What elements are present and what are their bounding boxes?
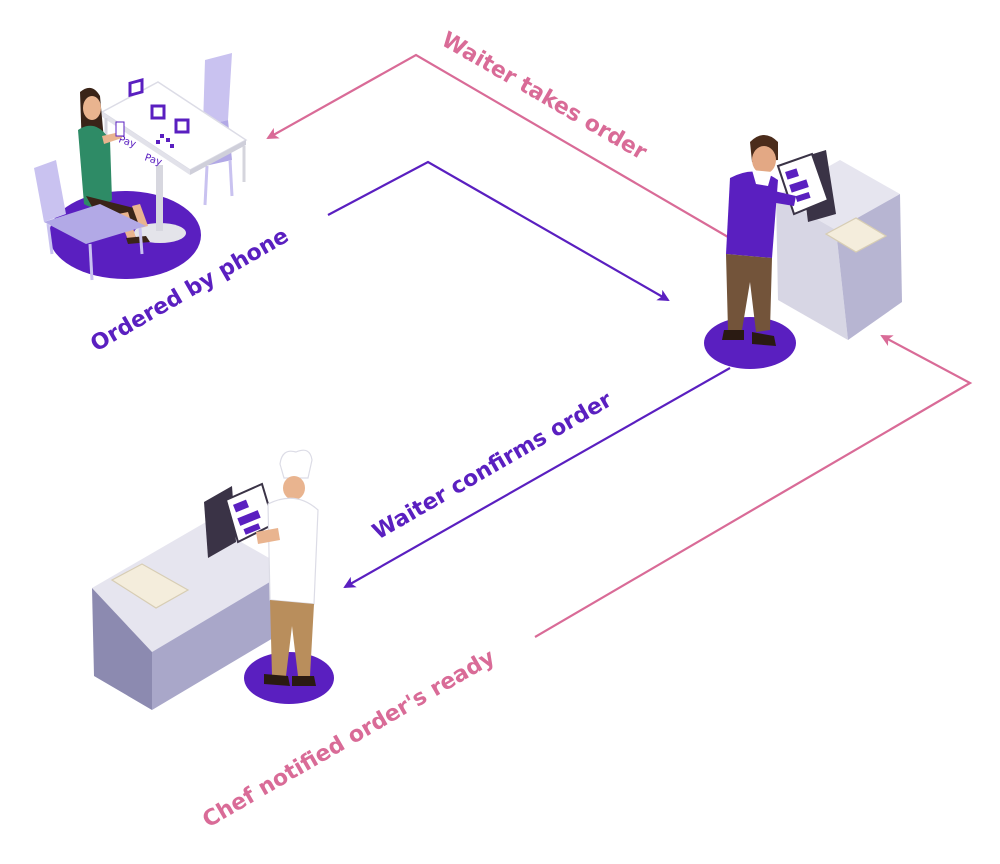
arrow-ordered-by-phone xyxy=(327,160,670,301)
chef-pos-terminal xyxy=(204,482,276,558)
label-chef-notified: Chef notified order's ready xyxy=(199,645,500,833)
label-waiter-confirms-order: Waiter confirms order xyxy=(369,387,617,545)
waiter-floor-disc xyxy=(704,317,796,369)
arrow-waiter-takes-order xyxy=(266,53,729,238)
label-waiter-takes-order: Waiter takes order xyxy=(437,28,651,166)
pay-label-top: Pay xyxy=(117,134,137,150)
chef-floor-disc xyxy=(244,652,334,704)
chef-counter xyxy=(92,522,290,710)
pay-label-bottom: Pay xyxy=(143,152,163,168)
qr-code-sign: Pay Pay xyxy=(117,78,206,168)
chef-station xyxy=(92,449,334,710)
chef xyxy=(256,449,319,686)
arrow-waiter-confirms-order xyxy=(343,367,731,588)
chef-hat-icon xyxy=(279,449,313,479)
customer-table-scene: Pay Pay xyxy=(34,53,248,281)
waiter xyxy=(722,135,796,346)
arrow-chef-notified xyxy=(534,335,973,638)
front-chair xyxy=(34,160,146,281)
waiter-station xyxy=(704,135,902,369)
